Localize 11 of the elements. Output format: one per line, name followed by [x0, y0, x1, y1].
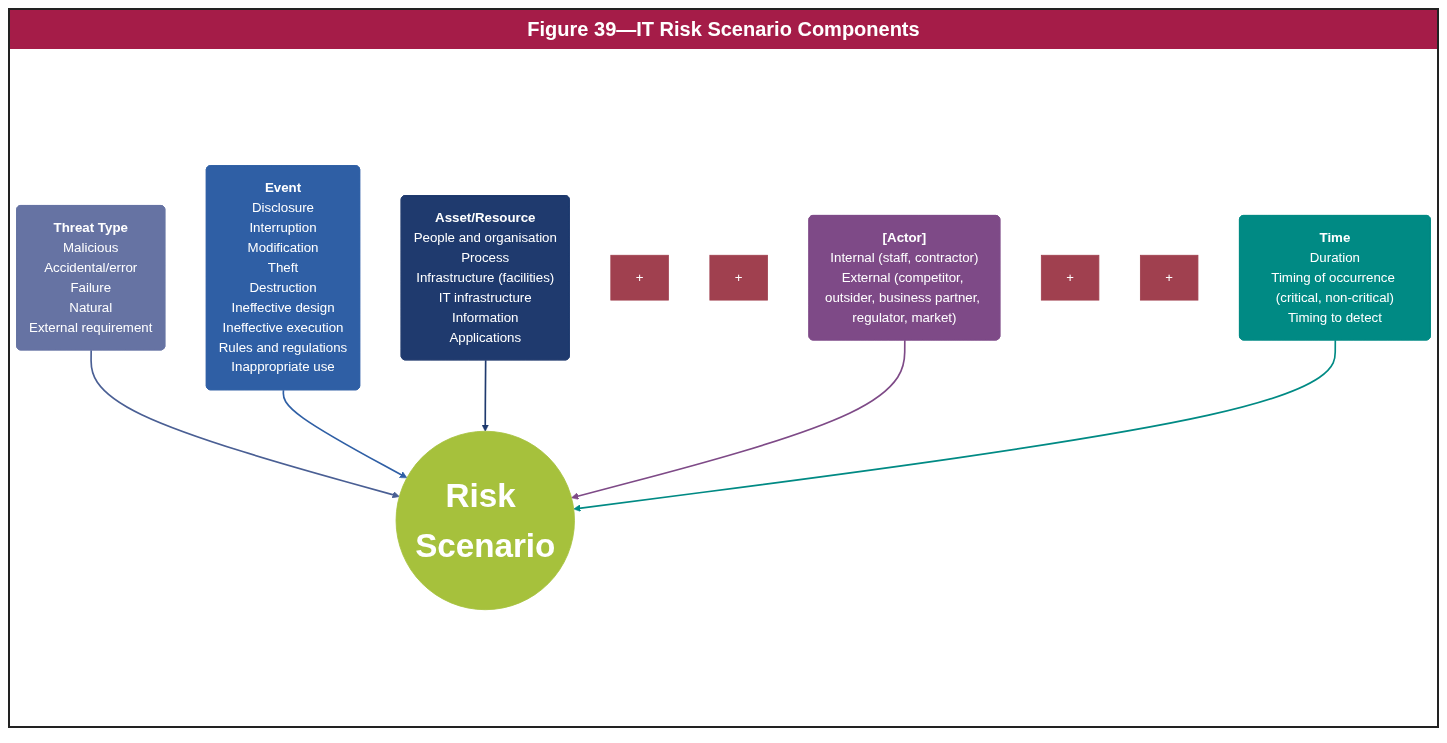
node-box: + [610, 254, 669, 301]
arrow [573, 339, 1337, 512]
node-circle: Risk Scenario [395, 430, 575, 610]
arrow [571, 339, 906, 500]
node-box: + [1040, 254, 1100, 301]
figure-title: Figure 39—IT Risk Scenario Components [10, 10, 1437, 49]
arrow [90, 349, 400, 499]
node-box: + [709, 254, 768, 301]
arrow [481, 359, 489, 432]
node-box: + [1139, 254, 1199, 301]
arrow [282, 389, 408, 478]
